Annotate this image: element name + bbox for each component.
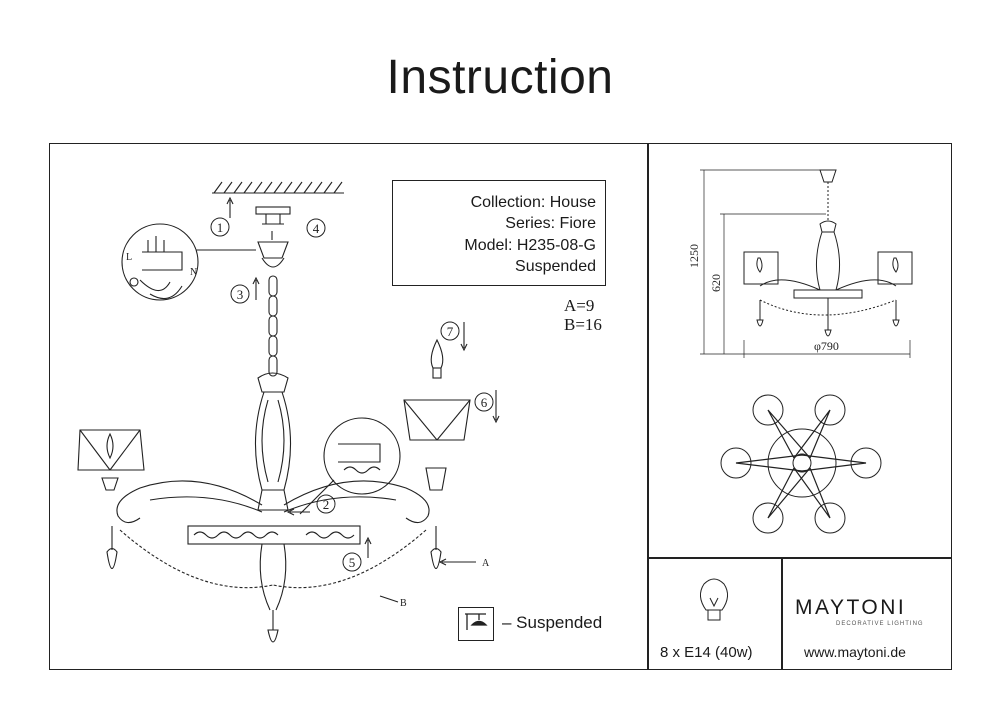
part-a-count: A=9 (564, 296, 595, 315)
step-number: 1 (217, 220, 224, 235)
lamp-bulb-icon (430, 338, 444, 379)
dimension-label: 1250 (687, 244, 701, 268)
lamp-bulb-icon (700, 578, 728, 621)
brand-tagline: DECORATIVE LIGHTING (836, 621, 924, 627)
website-link[interactable]: www.maytoni.de (804, 644, 906, 660)
divider (647, 557, 952, 559)
callout-label: B (400, 598, 407, 609)
series-text: Series: Fiore (505, 215, 596, 233)
dimension-label: 620 (709, 274, 723, 292)
divider (647, 143, 649, 670)
divider (781, 557, 783, 670)
page-title: Instruction (386, 51, 614, 104)
instruction-frame (49, 143, 952, 670)
bulb-spec: 8 x E14 (40w) (660, 644, 753, 661)
parts-count: A=9 B=16 (564, 296, 602, 334)
model-text: Model: H235-08-G (464, 236, 596, 254)
wire-label: N (190, 267, 197, 278)
dimension-label: φ790 (814, 339, 839, 353)
suspended-mount-icon (458, 607, 494, 641)
type-text: Suspended (515, 257, 596, 275)
ceiling-hatch-icon (212, 181, 344, 194)
step-number: 6 (481, 395, 488, 410)
step-number: 2 (323, 497, 330, 512)
wire-label: L (126, 252, 132, 263)
product-info-box: Collection: House Series: Fiore Model: H… (392, 180, 606, 286)
part-b-count: B=16 (564, 315, 602, 334)
step-number: 4 (313, 221, 320, 236)
callout-label: A (482, 558, 490, 569)
step-number: 3 (237, 287, 244, 302)
step-number: 7 (447, 324, 454, 339)
brand-logo: MAYTONI (795, 596, 907, 619)
collection-text: Collection: House (470, 194, 596, 211)
step-number: 5 (349, 555, 356, 570)
suspended-label: – Suspended (502, 613, 603, 632)
